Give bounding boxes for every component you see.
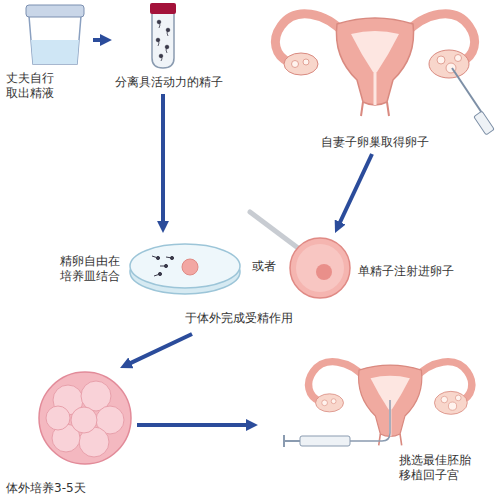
step-caption: 自妻子卵巢取得卵子 xyxy=(321,135,445,150)
flow-arrow xyxy=(93,38,104,42)
step-caption: 丈夫自行取出精液 xyxy=(6,71,60,101)
uterus-figure xyxy=(309,362,472,446)
step-caption: 单精子注射进卵子 xyxy=(358,264,462,279)
step-caption: 体外培养3-5天 xyxy=(6,481,116,496)
step-node: 单精子注射进卵子 xyxy=(283,233,465,305)
cup-body xyxy=(29,16,81,64)
step-caption: 精卵自由在培养皿结合 xyxy=(60,254,128,284)
step-node: 丈夫自行取出精液 xyxy=(3,2,93,108)
step-node: 挑选最佳胚胎移植回子宫 xyxy=(258,350,498,500)
step-node: 于体外完成受精作用 精卵自由在培养皿结合 单精子注射进卵子 xyxy=(50,222,466,334)
alternative-label: 或者 xyxy=(252,259,276,274)
tube-glass xyxy=(152,12,174,68)
step-caption: 挑选最佳胚胎移植回子宫 xyxy=(399,453,479,483)
step-node: 精卵自由在培养皿结合 xyxy=(57,233,245,297)
step-caption: 分离具活动力的精子 xyxy=(115,75,231,90)
flow-arrow xyxy=(127,334,192,365)
step-node: 分离具活动力的精子 xyxy=(112,2,234,94)
step-caption: 于体外完成受精作用 xyxy=(185,311,309,326)
flow-arrow xyxy=(338,154,372,226)
test-tube xyxy=(150,3,176,68)
specimen-cup xyxy=(26,5,84,64)
icsi-egg xyxy=(250,212,350,298)
retrieval-needle xyxy=(452,68,494,135)
flow-arrow xyxy=(161,94,165,225)
cup-lid xyxy=(26,5,84,17)
transfer-syringe xyxy=(284,400,390,447)
tube-cap xyxy=(150,3,176,14)
cup-liquid xyxy=(31,40,79,64)
embryo xyxy=(39,372,131,464)
connectors xyxy=(93,40,372,425)
uterus-figure xyxy=(275,14,474,116)
flow-arrow xyxy=(137,423,250,427)
sperm-cells xyxy=(156,20,170,61)
step-node: 自妻子卵巢取得卵子 xyxy=(262,2,496,154)
petri-dish xyxy=(130,244,240,294)
step-node: 体外培养3-5天 xyxy=(3,368,137,500)
